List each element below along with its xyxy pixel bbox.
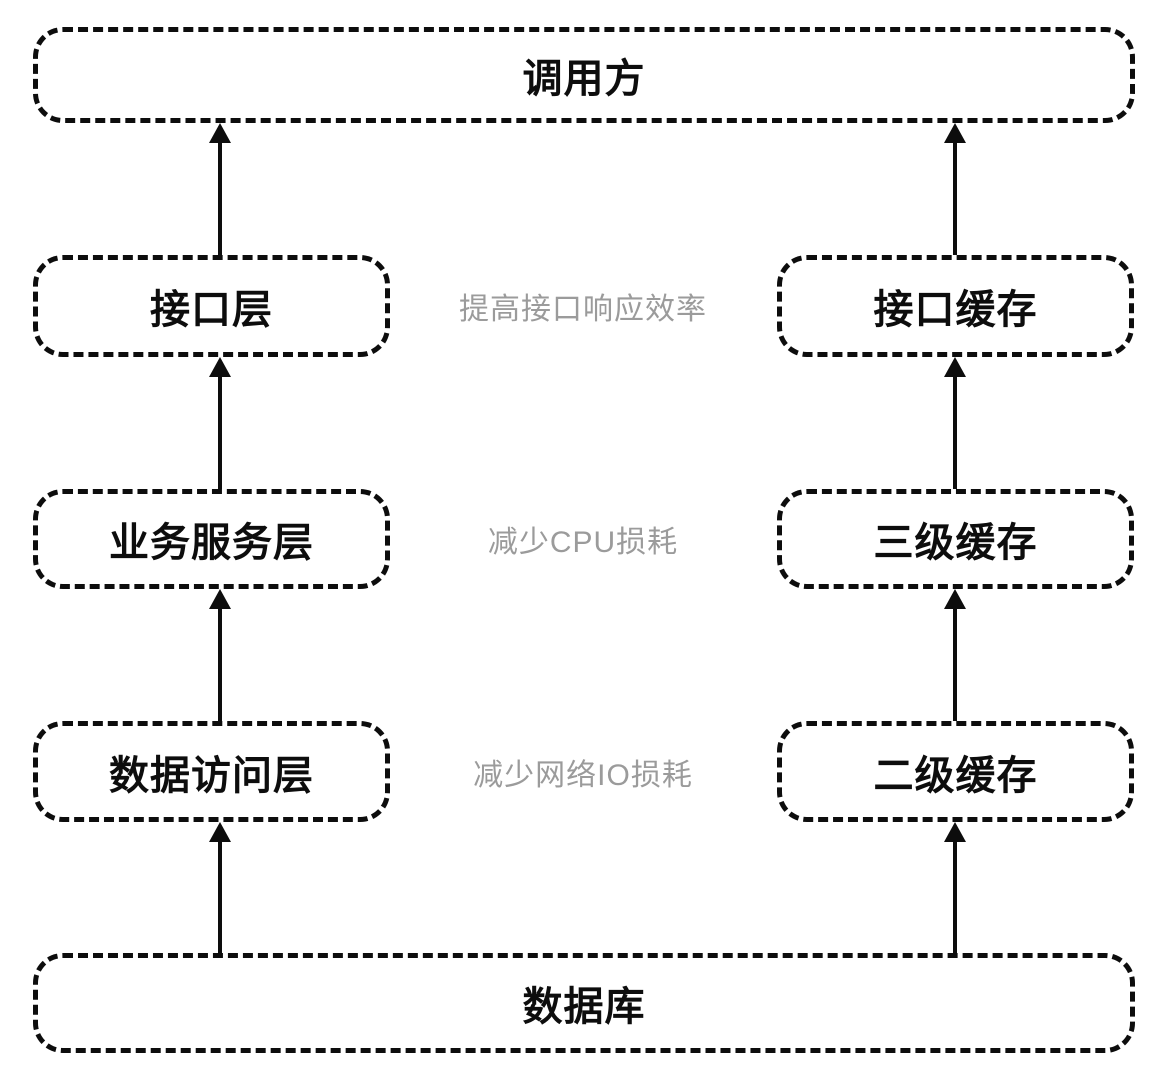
arrow-up-icon — [944, 357, 966, 489]
node-caller: 调用方 — [33, 27, 1135, 123]
node-caller-label: 调用方 — [522, 57, 646, 101]
annotation-cpu-saving: 减少CPU损耗 — [487, 526, 679, 559]
node-database-label: 数据库 — [522, 985, 646, 1029]
arrow-up-icon — [209, 357, 231, 489]
node-data-access-layer: 数据访问层 — [33, 721, 390, 822]
node-interface-cache-label: 接口缓存 — [873, 288, 1038, 332]
arrow-up-icon — [944, 822, 966, 953]
node-interface-layer-label: 接口层 — [150, 288, 273, 332]
node-level3-cache: 三级缓存 — [777, 489, 1134, 589]
arrow-up-icon — [209, 589, 231, 721]
node-data-access-layer-label: 数据访问层 — [109, 753, 314, 798]
annotation-network-io-saving: 减少网络IO损耗 — [473, 759, 693, 792]
node-level3-cache-label: 三级缓存 — [873, 521, 1038, 565]
node-database: 数据库 — [33, 953, 1135, 1053]
node-service-layer: 业务服务层 — [33, 489, 390, 589]
arrow-up-icon — [944, 123, 966, 255]
node-level2-cache: 二级缓存 — [777, 721, 1134, 822]
node-interface-layer: 接口层 — [33, 255, 390, 357]
annotation-interface-response: 提高接口响应效率 — [459, 293, 707, 326]
node-interface-cache: 接口缓存 — [777, 255, 1134, 357]
arrow-up-icon — [209, 123, 231, 255]
arrow-up-icon — [944, 589, 966, 721]
arrow-up-icon — [209, 822, 231, 953]
node-level2-cache-label: 二级缓存 — [873, 753, 1038, 798]
node-service-layer-label: 业务服务层 — [109, 521, 314, 565]
